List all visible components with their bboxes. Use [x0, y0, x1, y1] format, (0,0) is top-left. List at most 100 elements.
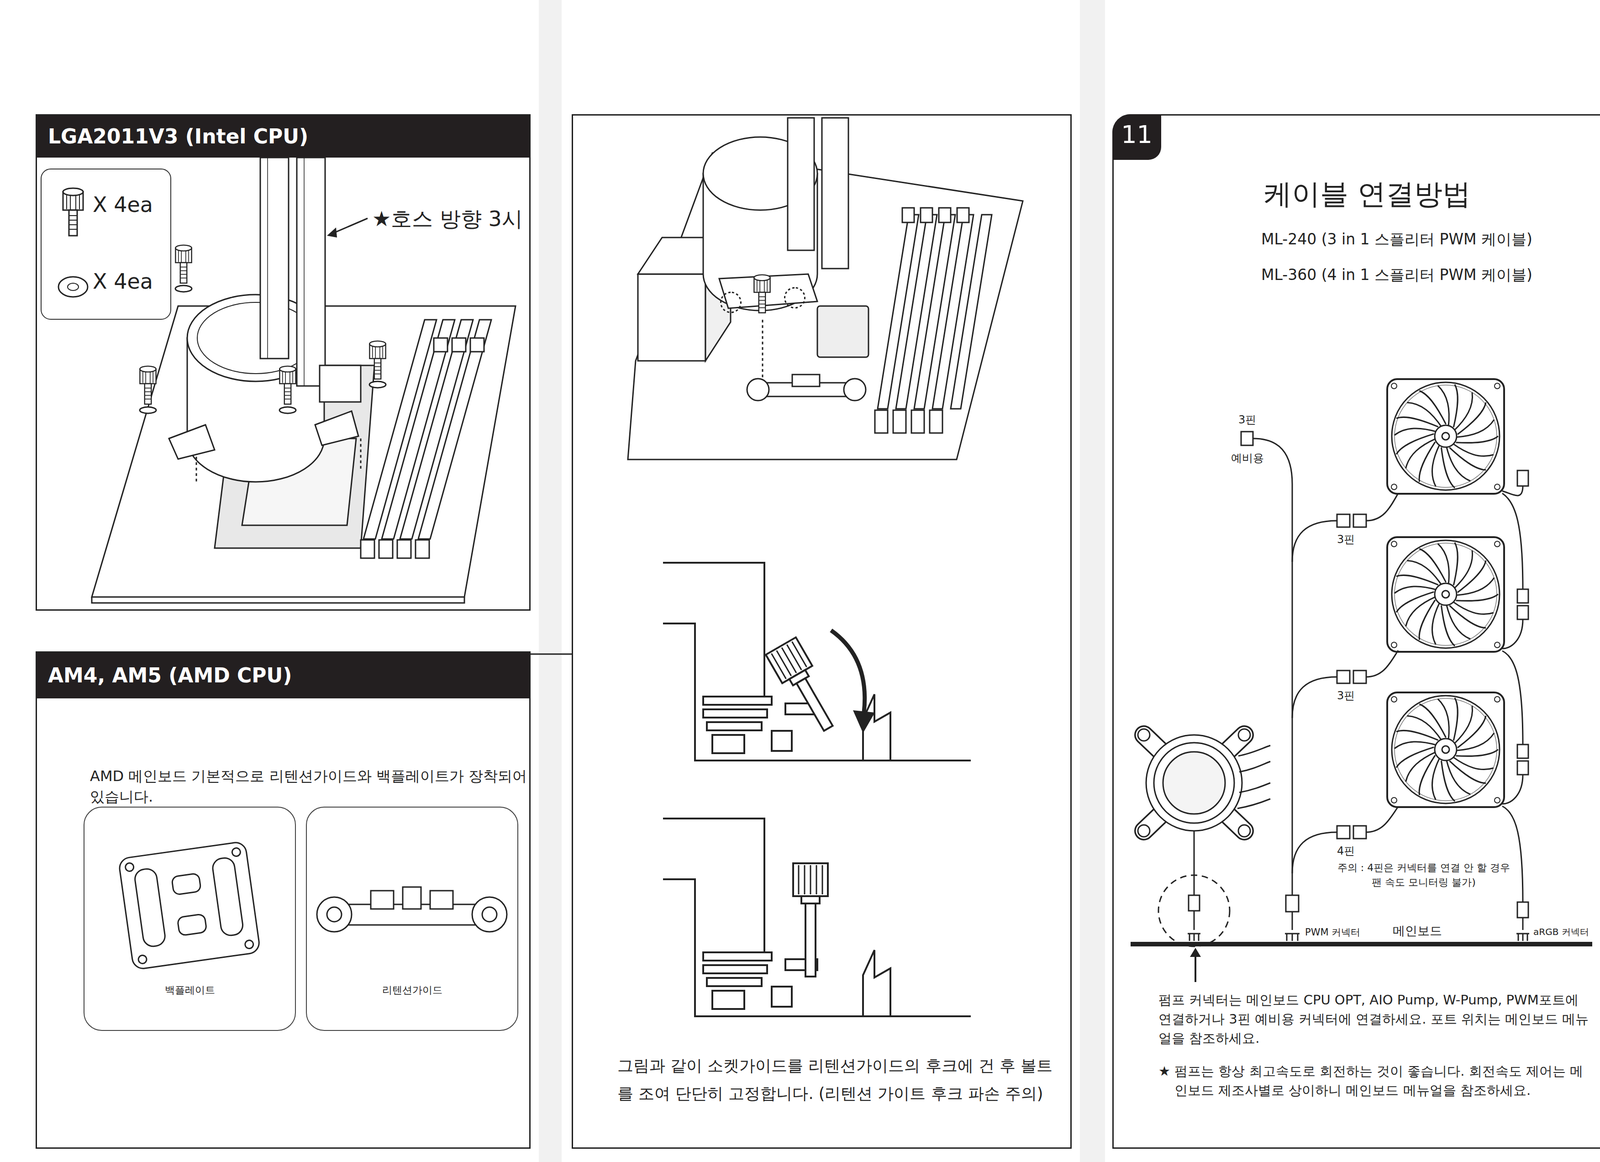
cable-diagram — [1502, 619, 1523, 649]
cable-diagram — [1193, 830, 1195, 895]
cable-diagram — [1292, 831, 1337, 874]
intel-cooler-illustration — [397, 539, 411, 558]
cable-diagram — [1387, 689, 1505, 807]
pin-label: 3핀 — [1238, 411, 1257, 428]
cable-diagram — [1502, 805, 1523, 902]
page-gutter — [1079, 0, 1106, 1162]
panel-heading: LGA2011V3 (Intel CPU) — [36, 115, 530, 158]
parts-icons — [63, 188, 84, 236]
cable-diagram — [1284, 911, 1300, 941]
intel-cooler-illustration — [296, 157, 326, 386]
cable-diagram — [1336, 670, 1350, 684]
part-box: 백플레이트 — [83, 806, 296, 1031]
parts-icons — [67, 283, 79, 291]
intel-cooler-illustration — [175, 245, 192, 284]
retention-guide-illustration — [472, 896, 507, 932]
parts-box: X 4eaX 4ea — [40, 168, 172, 320]
page-number-badge: 11 — [1112, 114, 1162, 160]
cable-diagram — [1187, 910, 1201, 941]
intel-cooler-illustration — [279, 406, 296, 414]
intel-cooler-illustration — [139, 406, 157, 414]
retention-guide-illustration — [370, 890, 394, 909]
socket-guide-illustration — [957, 207, 969, 223]
socket-guide-illustration — [893, 410, 906, 433]
socket-guide-illustration — [747, 378, 769, 401]
side-view-illustration — [805, 903, 816, 977]
usage-note: ★ 펌프는 항상 최고속도로 회전하는 것이 좋습니다. 회전속도 제어는 메인… — [1158, 1061, 1593, 1100]
retention-guide-illustration — [316, 886, 507, 932]
cable-diagram — [1336, 514, 1350, 527]
backplate-illustration — [118, 841, 261, 970]
cable-diagram — [1252, 438, 1293, 895]
socket-guide-illustration — [792, 374, 820, 387]
socket-guide-illustration — [627, 117, 1023, 460]
intel-panel: LGA2011V3 (Intel CPU) X 4eaX 4ea — [35, 114, 531, 611]
model-line: ML-360 (4 in 1 스플리터 PWM 케이블) — [1261, 263, 1533, 286]
cable-diagram — [1292, 520, 1337, 562]
cable-diagram — [1143, 734, 1245, 831]
panel-note: AMD 메인보드 기본적으로 리텐션가이드와 백플레이트가 장착되어 있습니다. — [89, 765, 529, 807]
socket-guide-illustration — [817, 305, 869, 358]
intel-cooler-illustration — [175, 285, 192, 292]
callout-note: ★호스 방향 3시 — [372, 203, 523, 235]
side-view-illustration — [663, 562, 971, 761]
cable-diagram — [1292, 676, 1337, 718]
intel-cooler-illustration — [326, 227, 337, 238]
socket-guide-illustration — [929, 410, 943, 433]
cable-diagram — [1238, 824, 1251, 837]
socket-guide-illustration — [821, 117, 849, 269]
cable-diagram — [1387, 534, 1505, 652]
side-view-illustration — [663, 562, 971, 1016]
pin-label: 3핀 — [1336, 687, 1355, 704]
cable-diagram — [1163, 751, 1226, 814]
socket-guide-illustration — [902, 207, 915, 223]
retention-guide-illustration — [326, 906, 342, 922]
model-line: ML-240 (3 in 1 스플리터 PWM 케이블) — [1261, 228, 1533, 251]
intel-cooler-illustration — [279, 366, 296, 405]
pin-label: 3핀 — [1336, 531, 1355, 548]
cable-diagram — [1353, 514, 1367, 527]
intel-cooler-illustration — [91, 596, 465, 603]
intel-cooler-illustration — [267, 157, 269, 359]
cable-diagram — [1516, 917, 1530, 941]
part-name: 백플레이트 — [84, 983, 295, 997]
cable-diagram — [1366, 493, 1399, 521]
cable-diagram — [1517, 605, 1529, 620]
intel-cooler-illustration — [452, 337, 466, 352]
page-gutter — [530, 653, 572, 655]
retention-guide-illustration — [402, 886, 422, 909]
parts-icons — [58, 188, 88, 297]
connector-label: PWM 커넥터 — [1305, 925, 1361, 939]
intel-cooler-illustration — [360, 319, 492, 558]
socket-guide-illustration — [787, 117, 815, 251]
cable-diagram — [1387, 376, 1505, 494]
intel-cooler-illustration — [315, 410, 359, 446]
intel-cooler-illustration — [196, 438, 361, 485]
cable-diagram — [1189, 947, 1201, 957]
page-gutter — [530, 0, 1106, 1162]
intel-cooler-illustration — [418, 319, 492, 539]
intel-cooler-illustration — [139, 366, 156, 405]
socket-guide-illustration — [911, 410, 925, 433]
backplate-illustration — [231, 847, 241, 857]
cable-diagram — [1353, 825, 1367, 839]
warning-note: 주의 : 4핀은 커넥터를 연결 안 할 경우 팬 속도 모니터링 불가) — [1332, 860, 1516, 890]
instruction-text: 그림과 같이 소켓가이드를 리텐션가이드의 후크에 건 후 볼트를 조여 단단히… — [617, 1051, 1056, 1108]
cable-diagram — [1366, 650, 1399, 677]
backplate-illustration — [244, 939, 254, 949]
page-gutter — [538, 0, 562, 1162]
socket-guide-illustration — [753, 274, 770, 313]
cable-diagram — [1502, 493, 1523, 590]
cable-diagram — [1158, 874, 1230, 947]
socket-guide-illustration — [920, 207, 933, 223]
backplate-illustration — [137, 954, 148, 964]
backplate-illustration — [211, 856, 244, 937]
intel-cooler-illustration — [369, 341, 386, 379]
intel-cooler-illustration — [319, 365, 361, 402]
part-count: X 4ea — [92, 268, 153, 294]
parts-icons — [58, 276, 88, 297]
section-title: 케이블 연결방법 — [1263, 174, 1471, 214]
cable-diagram — [1502, 485, 1523, 496]
cable-diagram — [1137, 728, 1150, 741]
